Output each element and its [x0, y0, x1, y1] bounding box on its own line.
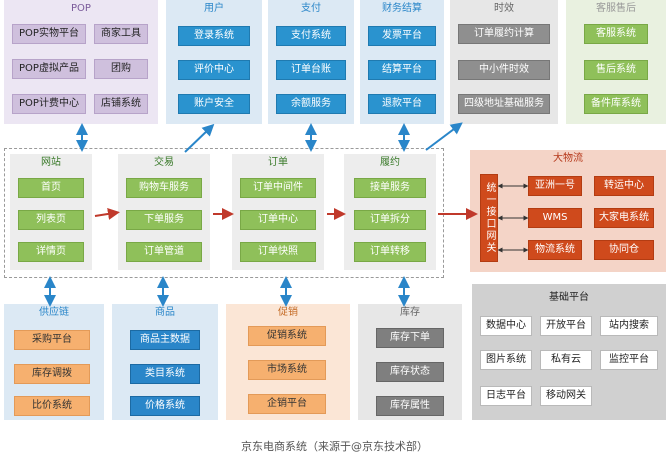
user-item: 评价中心: [178, 60, 250, 80]
pay-item: 订单台账: [276, 60, 346, 80]
base-item: 监控平台: [600, 350, 658, 370]
order-item: 订单中心: [240, 210, 316, 230]
service-title: 客服售后: [596, 3, 636, 14]
stock-item: 库存属性: [376, 396, 444, 416]
timeliness-item: 订单履约计算: [458, 24, 550, 44]
stock-item: 库存状态: [376, 362, 444, 382]
service-item: 备件库系统: [584, 94, 648, 114]
promo-item: 促销系统: [248, 326, 326, 346]
logistics-item: 物流系统: [528, 240, 582, 260]
arrow-site-trade: [94, 208, 120, 220]
logistics-title: 大物流: [553, 153, 583, 164]
base-item: 开放平台: [540, 316, 592, 336]
order-item: 订单快照: [240, 242, 316, 262]
supply-item: 采购平台: [14, 330, 90, 350]
stock-title: 库存: [400, 307, 420, 318]
supply-panel: 供应链 采购平台 库存调拨 比价系统: [4, 304, 104, 420]
logistics-item: 协同仓: [594, 240, 654, 260]
pop-item: 店铺系统: [94, 94, 148, 114]
fulfill-item: 接单服务: [354, 178, 426, 198]
pay-panel: 支付 支付系统 订单台账 余额服务: [268, 0, 354, 124]
base-title: 基础平台: [549, 292, 589, 303]
fulfill-panel: 履约 接单服务 订单拆分 订单转移: [344, 154, 436, 270]
logistics-item: 亚洲一号: [528, 176, 582, 196]
timeliness-panel: 时效 订单履约计算 中小件时效 四级地址基础服务: [450, 0, 558, 124]
trade-panel: 交易 购物车服务 下单服务 订单管道: [118, 154, 210, 270]
site-item: 首页: [18, 178, 84, 198]
service-panel: 客服售后 客服系统 售后系统 备件库系统: [566, 0, 666, 124]
fulfill-title: 履约: [380, 157, 400, 168]
pay-item: 支付系统: [276, 26, 346, 46]
pay-title: 支付: [301, 3, 321, 14]
logistics-panel: 大物流 统一接口网关 亚洲一号 转运中心 WMS 大家电系统 物流系统 协同仓: [470, 150, 666, 272]
order-item: 订单中间件: [240, 178, 316, 198]
promo-title: 促销: [278, 307, 298, 318]
site-title: 网站: [41, 157, 61, 168]
service-item: 客服系统: [584, 24, 648, 44]
arrow-timeliness-fulfill: [425, 122, 463, 151]
finance-panel: 财务结算 发票平台 结算平台 退款平台: [360, 0, 444, 124]
promo-panel: 促销 促销系统 市场系统 企销平台: [226, 304, 350, 420]
stock-item: 库存下单: [376, 328, 444, 348]
timeliness-title: 时效: [494, 3, 514, 14]
logistics-item: 大家电系统: [594, 208, 654, 228]
finance-item: 结算平台: [368, 60, 436, 80]
pop-panel: POP POP实物平台 POP虚拟产品 POP计费中心 商家工具 团购 店铺系统: [4, 0, 158, 124]
supply-title: 供应链: [39, 307, 69, 318]
order-title: 订单: [268, 157, 288, 168]
site-item: 列表页: [18, 210, 84, 230]
trade-item: 购物车服务: [126, 178, 202, 198]
base-item: 日志平台: [480, 386, 532, 406]
base-item: 站内搜索: [600, 316, 658, 336]
user-title: 用户: [204, 3, 224, 14]
pay-item: 余额服务: [276, 94, 346, 114]
pop-item: POP实物平台: [12, 24, 86, 44]
goods-title: 商品: [155, 307, 175, 318]
timeliness-item: 四级地址基础服务: [458, 94, 550, 114]
base-panel: 基础平台 数据中心 开放平台 站内搜索 图片系统 私有云 监控平台 日志平台 移…: [472, 284, 666, 420]
service-item: 售后系统: [584, 60, 648, 80]
finance-title: 财务结算: [382, 3, 422, 14]
stock-panel: 库存 库存下单 库存状态 库存属性: [358, 304, 462, 420]
fulfill-item: 订单转移: [354, 242, 426, 262]
logistics-gateway-label: 统一接口网关: [484, 182, 495, 254]
goods-item: 类目系统: [130, 364, 200, 384]
goods-item: 价格系统: [130, 396, 200, 416]
trade-title: 交易: [154, 157, 174, 168]
logistics-item: 转运中心: [594, 176, 654, 196]
figure-caption: 京东电商系统（来源于@京东技术部）: [241, 440, 428, 453]
pop-item: POP虚拟产品: [12, 59, 86, 79]
user-panel: 用户 登录系统 评价中心 账户安全: [166, 0, 262, 124]
user-item: 账户安全: [178, 94, 250, 114]
goods-item: 商品主数据: [130, 330, 200, 350]
fulfill-item: 订单拆分: [354, 210, 426, 230]
site-panel: 网站 首页 列表页 详情页: [10, 154, 92, 270]
order-panel: 订单 订单中间件 订单中心 订单快照: [232, 154, 324, 270]
promo-item: 企销平台: [248, 394, 326, 414]
finance-item: 发票平台: [368, 26, 436, 46]
trade-item: 订单管道: [126, 242, 202, 262]
site-item: 详情页: [18, 242, 84, 262]
supply-item: 库存调拨: [14, 364, 90, 384]
user-item: 登录系统: [178, 26, 250, 46]
promo-item: 市场系统: [248, 360, 326, 380]
finance-item: 退款平台: [368, 94, 436, 114]
pop-item: POP计费中心: [12, 94, 86, 114]
base-item: 图片系统: [480, 350, 532, 370]
base-item: 私有云: [540, 350, 592, 370]
base-item: 数据中心: [480, 316, 532, 336]
goods-panel: 商品 商品主数据 类目系统 价格系统: [112, 304, 218, 420]
base-item: 移动网关: [540, 386, 592, 406]
pop-item: 商家工具: [94, 24, 148, 44]
supply-item: 比价系统: [14, 396, 90, 416]
timeliness-item: 中小件时效: [458, 60, 550, 80]
trade-item: 下单服务: [126, 210, 202, 230]
logistics-item: WMS: [528, 208, 582, 228]
arrow-user-trade: [184, 123, 215, 153]
pop-item: 团购: [94, 59, 148, 79]
pop-title: POP: [71, 3, 91, 14]
